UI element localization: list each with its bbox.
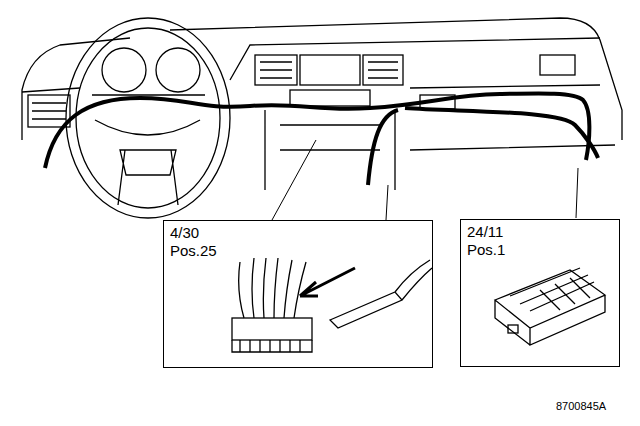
latch (508, 325, 518, 333)
wheel-spokes (92, 95, 205, 205)
radio (300, 55, 360, 85)
wiring-harness-branch (368, 108, 598, 185)
panel (290, 90, 370, 106)
wiring-harness (45, 93, 589, 168)
connector-cells (510, 268, 594, 311)
callout-label: 4/30 (164, 224, 432, 242)
figure-number: 8700845A (556, 400, 606, 412)
callout-label: 24/11 (461, 223, 619, 241)
vent-slats (32, 103, 66, 119)
dash-outline (22, 18, 622, 140)
console (265, 110, 395, 190)
insert-arrow (300, 268, 355, 296)
vent (28, 95, 70, 127)
callout-box: 24/11Pos.1 (460, 219, 620, 367)
callout-label: Pos.1 (461, 241, 619, 259)
steering-wheel (66, 18, 230, 218)
wires (239, 258, 306, 318)
vent (540, 55, 575, 75)
gauge (102, 48, 146, 92)
vent-slats (260, 62, 398, 78)
terminal-plug (330, 260, 432, 328)
callout-label: Pos.25 (164, 242, 432, 260)
connector-pins (232, 340, 312, 352)
dash-edge (22, 38, 600, 92)
steering-wheel-rim (76, 28, 220, 208)
callout-box: 4/30Pos.25 (163, 220, 433, 368)
multi-pin-connector (232, 318, 312, 340)
fuse-connector (495, 270, 605, 345)
leader-line (272, 140, 578, 220)
gauge (156, 48, 200, 92)
